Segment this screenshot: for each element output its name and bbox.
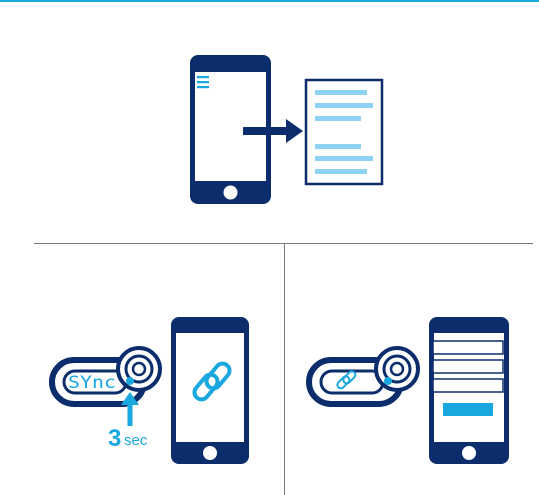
document-icon <box>306 80 382 184</box>
step1-panel <box>190 55 382 204</box>
hold-seconds: 3 <box>108 425 121 452</box>
hamburger-menu-icon <box>197 76 209 88</box>
step2-phone <box>171 317 249 464</box>
step2-panel: SYnc 3 sec <box>52 317 249 464</box>
submit-button <box>443 403 493 416</box>
step3-panel <box>309 317 509 464</box>
top-rule <box>0 0 539 2</box>
horizontal-divider <box>34 243 533 244</box>
vertical-divider <box>284 243 285 495</box>
form-field <box>433 379 503 392</box>
step3-phone <box>429 317 509 464</box>
form-field <box>433 360 503 373</box>
device-display-text: SYnc <box>68 373 116 393</box>
hold-unit: sec <box>124 432 148 449</box>
press-button-icon <box>376 348 418 390</box>
press-button-icon <box>118 348 160 390</box>
form-field <box>433 341 503 354</box>
